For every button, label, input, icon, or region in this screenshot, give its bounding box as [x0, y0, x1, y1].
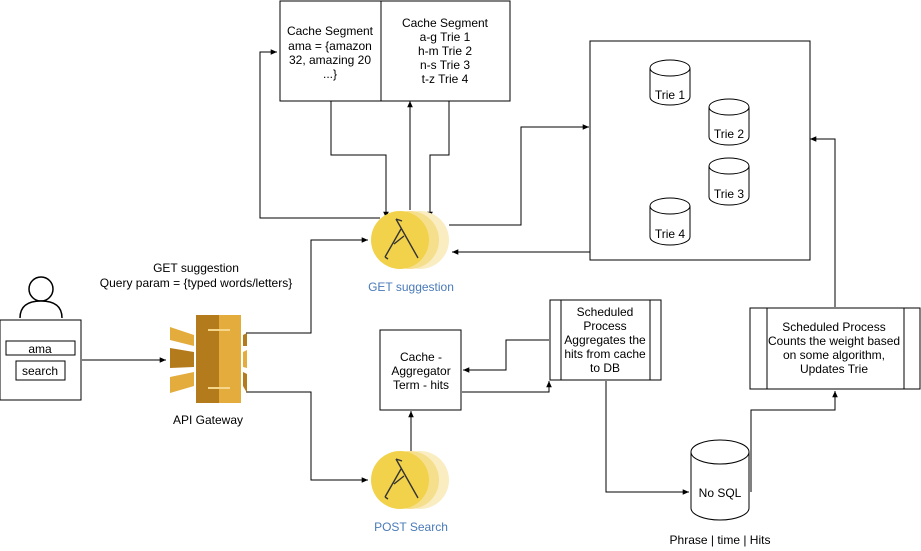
nosql-label: No SQL	[699, 486, 742, 500]
nosql-schema: Phrase | time | Hits	[670, 533, 771, 547]
cache-left-line: Cache Segment	[287, 24, 374, 38]
cache-right-line: h-m Trie 2	[418, 44, 472, 58]
trie-3-cylinder: Trie 3	[708, 157, 750, 206]
scheduled-weight-line: on some algorithm,	[783, 348, 885, 362]
cache-aggregator: Cache - Aggregator Term - hits	[379, 329, 462, 411]
scheduled-aggregate-line: Process	[583, 319, 626, 333]
user-shoulders-icon	[19, 300, 63, 319]
scheduled-weight-process: Scheduled Process Counts the weight base…	[749, 307, 921, 390]
search-input-value: ama	[28, 342, 52, 356]
get-request-params: Query param = {typed words/letters}	[100, 276, 292, 290]
trie-label: Trie 4	[655, 227, 686, 241]
edge-cache-right-to-get	[427, 101, 450, 218]
user-icon	[28, 276, 54, 302]
edge-nosql-to-weight	[750, 391, 838, 492]
cache-segment-left: Cache Segment ama = {amazon 32, amazing …	[279, 0, 382, 102]
edge-weight-to-tries	[810, 136, 836, 307]
get-suggestion-label: GET suggestion	[368, 280, 454, 294]
scheduled-weight-line: Counts the weight based	[768, 334, 900, 348]
edge-gateway-to-get	[246, 237, 368, 334]
aggregator-line: Term - hits	[393, 378, 449, 392]
get-request-title: GET suggestion	[153, 261, 239, 275]
trie-label: Trie 3	[714, 187, 745, 201]
search-button[interactable]	[15, 360, 66, 381]
cache-right-line: Cache Segment	[402, 16, 489, 30]
edge-scheduled-to-aggregator	[463, 339, 549, 373]
edge-aggregator-to-scheduled	[462, 381, 552, 393]
cache-left-line: ama = {amazon	[288, 39, 372, 53]
scheduled-aggregate-line: to DB	[590, 361, 620, 375]
cache-segment-right: Cache Segment a-g Trie 1 h-m Trie 2 n-s …	[380, 0, 511, 102]
trie-store: Trie 1 Trie 2 Trie 3 Trie 4	[589, 40, 811, 261]
cache-right-line: n-s Trie 3	[420, 58, 470, 72]
edge-get-to-tries	[449, 124, 589, 226]
cache-left-line: ...}	[323, 67, 337, 81]
trie-4-cylinder: Trie 4	[649, 197, 691, 246]
connectors	[82, 49, 838, 495]
edge-scheduled-to-nosql	[605, 381, 689, 495]
post-search-lambda-icon	[371, 451, 449, 509]
scheduled-aggregate-line: Scheduled	[577, 305, 634, 319]
edge-gateway-to-post	[246, 391, 368, 483]
scheduled-aggregate-line: hits from cache	[564, 347, 646, 361]
search-button-label: search	[22, 364, 58, 378]
post-search-label: POST Search	[374, 520, 448, 534]
scheduled-aggregate-line: Aggregates the	[564, 333, 646, 347]
cache-right-line: a-g Trie 1	[420, 30, 471, 44]
get-suggestion-lambda-icon	[371, 211, 449, 269]
api-gateway-icon	[170, 315, 247, 403]
user-client: ama search	[0, 276, 82, 401]
cache-left-line: 32, amazing 20	[289, 53, 371, 67]
aggregator-line: Cache -	[400, 350, 442, 364]
edge-cache-left-to-get	[330, 101, 389, 218]
search-input[interactable]	[5, 340, 76, 356]
trie-label: Trie 2	[714, 127, 745, 141]
edge-get-to-cache-left	[259, 49, 380, 219]
aggregator-line: Aggregator	[391, 364, 450, 378]
trie-2-cylinder: Trie 2	[708, 98, 750, 146]
trie-label: Trie 1	[655, 88, 686, 102]
api-gateway-label: API Gateway	[173, 413, 243, 427]
scheduled-weight-line: Scheduled Process	[782, 320, 885, 334]
nosql-database-cylinder: No SQL	[690, 439, 750, 521]
scheduled-weight-line: Updates Trie	[800, 362, 868, 376]
scheduled-aggregate-process: Scheduled Process Aggregates the hits fr…	[549, 299, 662, 381]
trie-1-cylinder: Trie 1	[649, 59, 691, 106]
client-window	[0, 319, 82, 401]
cache-right-line: t-z Trie 4	[422, 72, 469, 86]
